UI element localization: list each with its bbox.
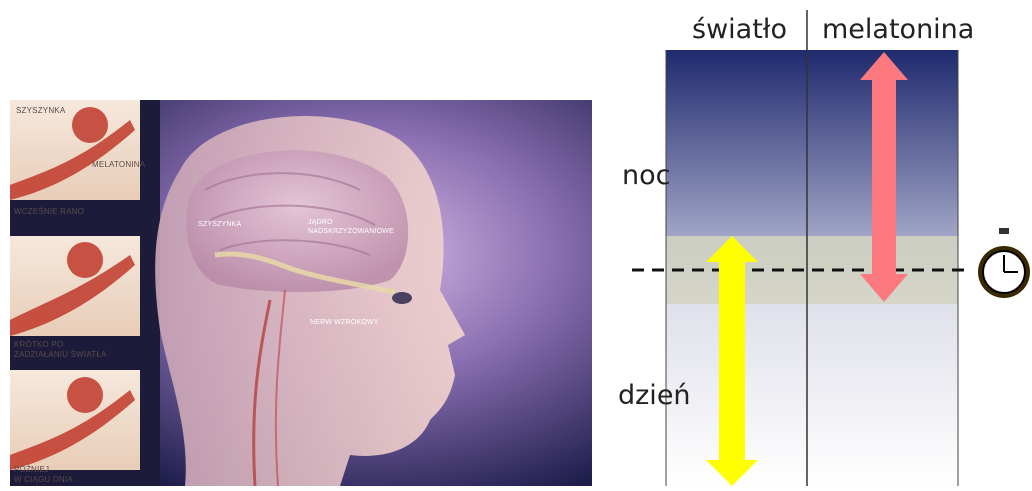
night-label: noc — [622, 160, 670, 191]
optic-nerve-label: NERW WZROKOWY — [310, 318, 379, 327]
diagram-art — [600, 0, 1032, 486]
illustration-art — [10, 100, 592, 486]
panel3-caption: PÓŹNIEJ W CIĄGU DNIA — [14, 465, 73, 485]
column-header-melatonin: melatonina — [822, 14, 974, 45]
day-label: dzień — [618, 380, 691, 411]
panel2-caption: KRÓTKO PO ZADZIAŁANIU ŚWIATŁA — [14, 340, 107, 360]
column-header-light: światło — [692, 14, 787, 45]
scn-label: JĄDRO NADSKRZYŻOWANIOWE — [308, 218, 394, 236]
panel1-side-label: MELATONINA — [92, 160, 145, 170]
panel1-caption: WCZEŚNIE RANO — [14, 207, 84, 217]
light-melatonin-diagram: światło melatonina noc dzień — [600, 0, 1032, 486]
pineal-label: SZYSZYNKA — [198, 220, 241, 229]
panel1-top-label: SZYSZYNKA — [16, 106, 65, 116]
clock-icon — [978, 228, 1030, 298]
brain-illustration: SZYSZYNKA MELATONINA WCZEŚNIE RANO KRÓTK… — [10, 100, 592, 486]
